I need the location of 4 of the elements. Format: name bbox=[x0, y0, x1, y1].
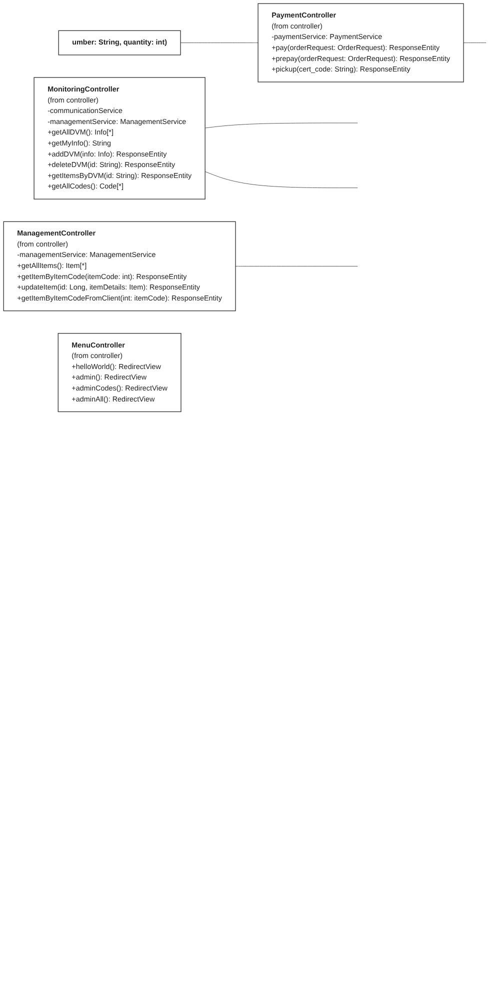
connector bbox=[204, 122, 358, 128]
connector bbox=[180, 42, 258, 44]
connector bbox=[204, 171, 358, 188]
connector bbox=[463, 42, 486, 44]
